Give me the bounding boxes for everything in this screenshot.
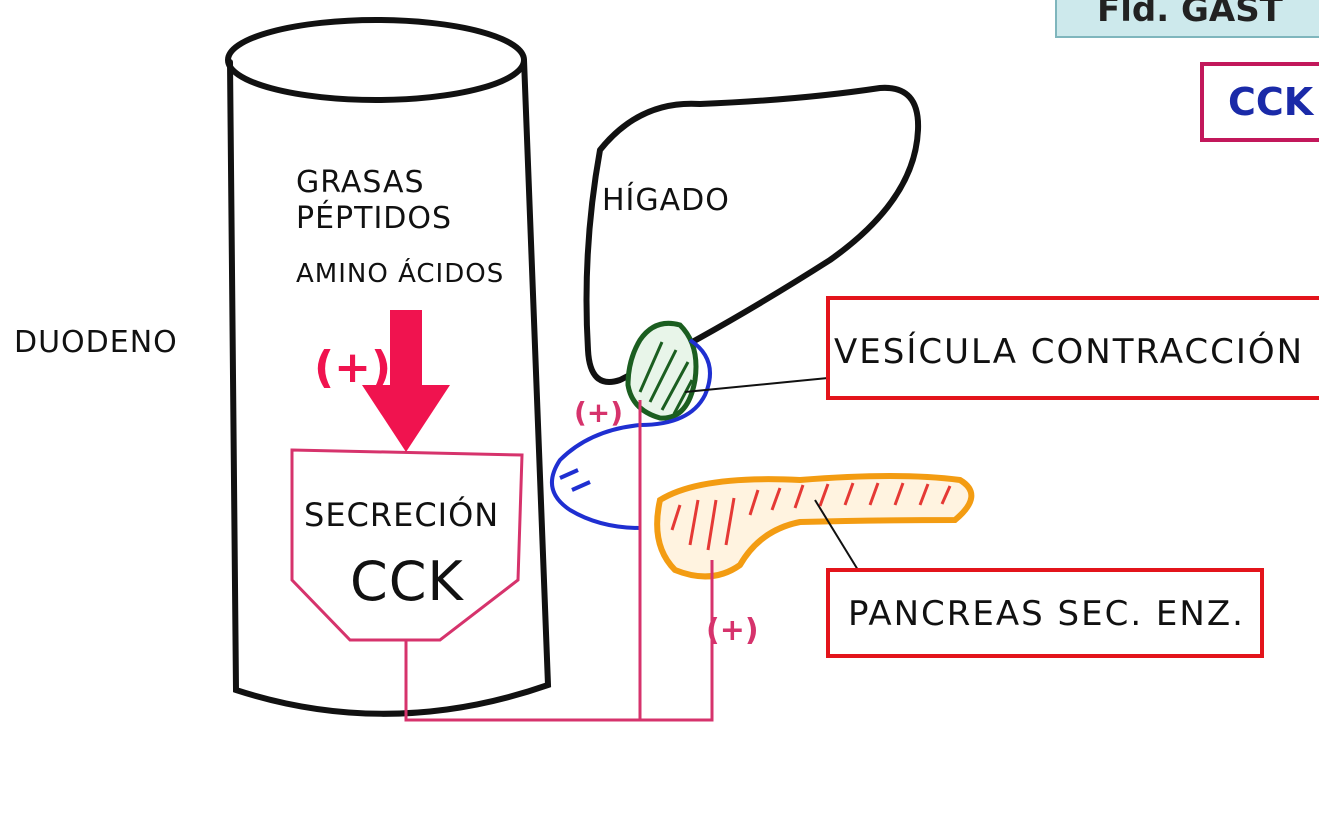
pancreas — [657, 476, 971, 576]
secretion-label: SECRECIÓN — [304, 495, 499, 534]
nutrient-aminoacidos: AMINO ÁCIDOS — [296, 257, 504, 289]
pancreas-callout: PANCREAS SEC. ENZ. — [826, 568, 1264, 658]
nutrient-grasas: GRASAS — [296, 165, 425, 200]
vesicula-callout: VESÍCULA CONTRACCIÓN — [826, 296, 1319, 400]
secretion-cck-label: CCK — [350, 550, 464, 613]
duodeno-label: DUODENO — [14, 325, 178, 360]
pancreas-callout-text: PANCREAS SEC. ENZ. — [848, 594, 1245, 634]
gallbladder — [628, 323, 696, 418]
stimulus-sign: (+) — [314, 342, 391, 393]
vesicula-callout-text: VESÍCULA CONTRACCIÓN — [834, 332, 1304, 372]
higado-label: HÍGADO — [602, 182, 730, 218]
plus-liver-sign: (+) — [574, 396, 623, 429]
bile-duct-arrowheads — [560, 470, 590, 490]
plus-pancreas-sign: (+) — [706, 613, 759, 648]
nutrient-peptidos: PÉPTIDOS — [296, 200, 452, 236]
